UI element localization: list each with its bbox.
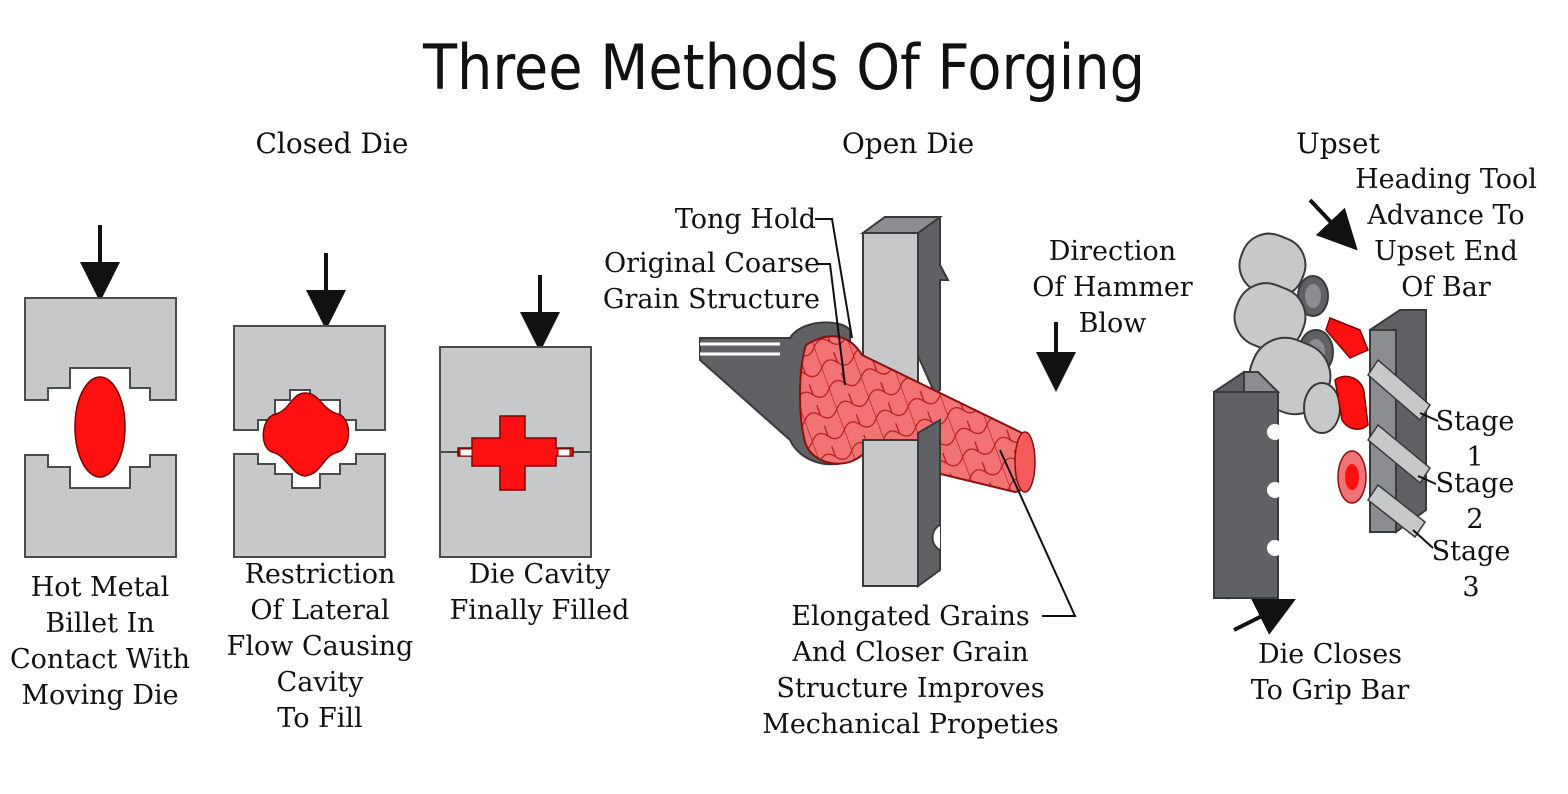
hot-billet <box>74 376 126 478</box>
coarse-grain-leader <box>818 263 846 386</box>
lower-die <box>24 454 177 558</box>
upset-stage-1 <box>1325 317 1369 359</box>
heading-tool-label: Heading Tool Advance To Upset End Of Bar <box>1355 164 1537 303</box>
filled-cavity <box>457 415 574 491</box>
open-die-heading: Open Die <box>841 127 975 160</box>
die-closes-label: Die Closes To Grip Bar <box>1250 639 1410 706</box>
page-title: Three Methods Of Forging <box>422 31 1146 104</box>
flash-left <box>459 448 473 457</box>
gripping-die-front <box>1213 391 1279 599</box>
diagonal-arrow-icon <box>1233 599 1296 635</box>
upset-heading: Upset <box>1296 127 1380 160</box>
tong-gap <box>700 342 780 356</box>
bar-end-face <box>1014 431 1036 493</box>
diagonal-arrow-icon <box>1308 198 1358 251</box>
elongated-grain-leader <box>999 449 1077 617</box>
elongated-grains-label: Elongated Grains And Closer Grain Struct… <box>762 601 1059 740</box>
stage-3-label: Stage 3 <box>1431 536 1511 603</box>
flash-right <box>557 448 571 457</box>
closed-die-step1 <box>24 225 177 558</box>
hammer-direction-label: Direction Of Hammer Blow <box>1032 236 1193 339</box>
lower-die <box>233 453 386 558</box>
open-die-illustration <box>699 216 1077 617</box>
deforming-billet <box>262 392 350 477</box>
upset-illustration <box>1212 198 1439 635</box>
closed-die-step2 <box>233 253 386 558</box>
upset-stage-2 <box>1334 375 1369 430</box>
closed-die-step2-caption: Restriction Of Lateral Flow Causing Cavi… <box>226 559 414 734</box>
bars <box>1366 358 1431 539</box>
die-front-face-lower <box>862 439 919 587</box>
closed-die-step3-caption: Die Cavity Finally Filled <box>449 559 630 626</box>
original-grain-label: Original Coarse Grain Structure <box>602 248 820 315</box>
upper-die <box>24 297 177 401</box>
tong-hold-label: Tong Hold <box>674 204 816 235</box>
tong-hold-leader <box>815 218 853 339</box>
stage-2-label: Stage 2 <box>1435 468 1515 535</box>
stage-1-label: Stage 1 <box>1435 406 1515 473</box>
upper-die <box>233 325 386 431</box>
closed-die-step3 <box>439 275 592 558</box>
closed-die-heading: Closed Die <box>255 127 409 160</box>
closed-die-step1-caption: Hot Metal Billet In Contact With Moving … <box>10 572 190 711</box>
